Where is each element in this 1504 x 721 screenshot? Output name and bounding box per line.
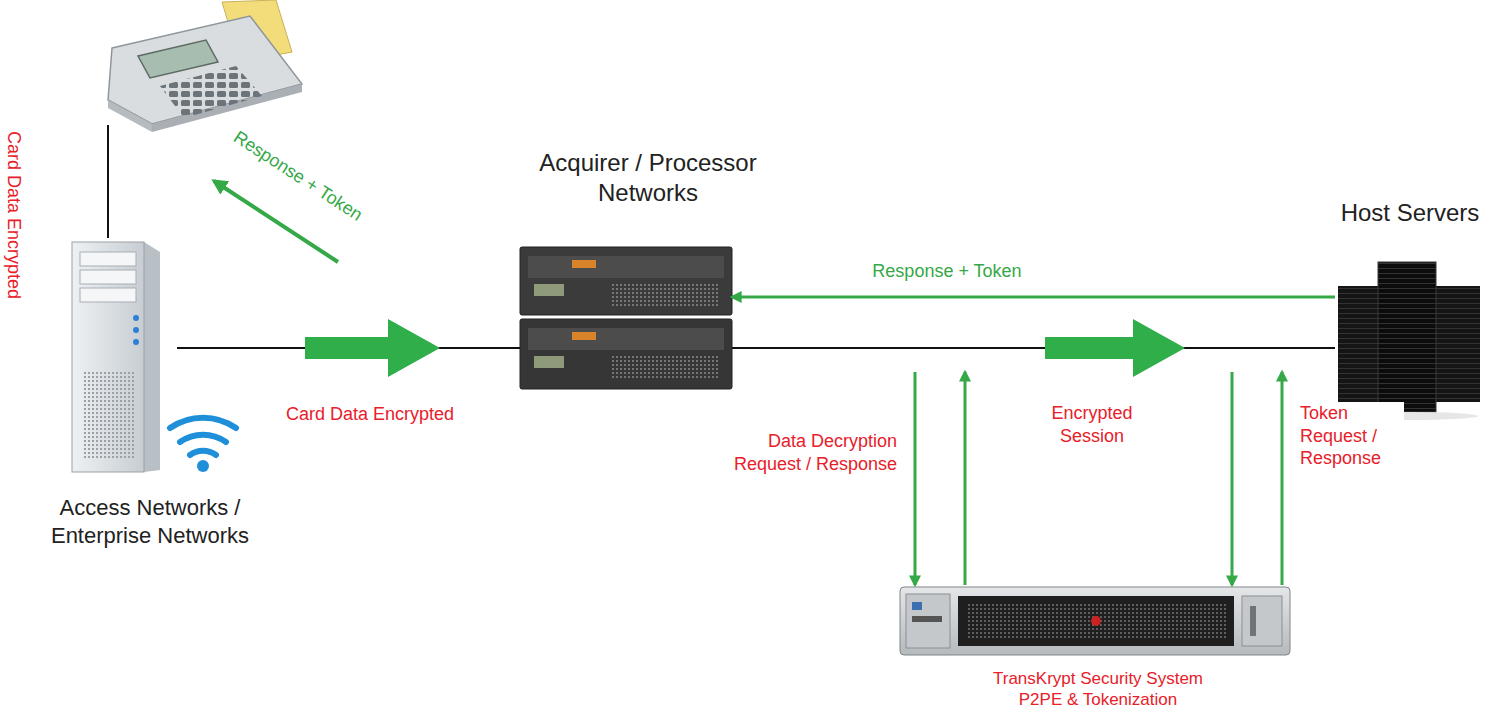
device-node: Acquirer / Processor Networks (520, 245, 732, 390)
node-label: Card Data Encrypted (3, 131, 26, 299)
device-node: Card Data Encrypted (100, 0, 302, 125)
flow-arrow (1045, 319, 1185, 377)
flow-connector (177, 319, 520, 377)
connector-label: Card Data Encrypted (253, 403, 487, 426)
device-node: Access Networks / Enterprise Networks (62, 238, 177, 473)
node-label: TransKrypt Security System P2PE & Tokeni… (973, 668, 1223, 711)
flow-connector (732, 319, 1335, 377)
flow-arrow (305, 319, 440, 377)
wire-line (1282, 347, 1335, 349)
pos-terminal (108, 0, 302, 132)
flow-connector (108, 125, 109, 238)
flow-connector (732, 297, 1335, 298)
wire-line (732, 347, 965, 349)
rack-appliance (520, 247, 732, 389)
arrow-line (964, 372, 967, 585)
device-node: TransKrypt Security System P2PE & Tokeni… (900, 585, 1292, 657)
node-label: Access Networks / Enterprise Networks (20, 494, 280, 549)
arrow-line (732, 296, 1335, 299)
connector-label: Data Decryption Request / Response (713, 430, 899, 475)
tower-server (72, 242, 236, 472)
wire-line (1232, 347, 1335, 349)
connector-label: Encrypted Session (1034, 402, 1150, 447)
host-servers (1338, 262, 1480, 420)
arrow-line (914, 372, 917, 585)
device-node: Host Servers (1335, 258, 1483, 413)
security-appliance (900, 587, 1290, 655)
node-label: Acquirer / Processor Networks (523, 148, 773, 208)
wire-line (107, 125, 109, 238)
connector-label: Response + Token (845, 260, 1049, 283)
node-label: Host Servers (1310, 198, 1504, 228)
arrow-line (1231, 372, 1234, 585)
connector-label: Token Request / Response (1298, 402, 1404, 470)
arrow-label: Response + Token (229, 126, 366, 226)
arrow-line (1281, 372, 1284, 585)
wire-line (732, 347, 1335, 349)
